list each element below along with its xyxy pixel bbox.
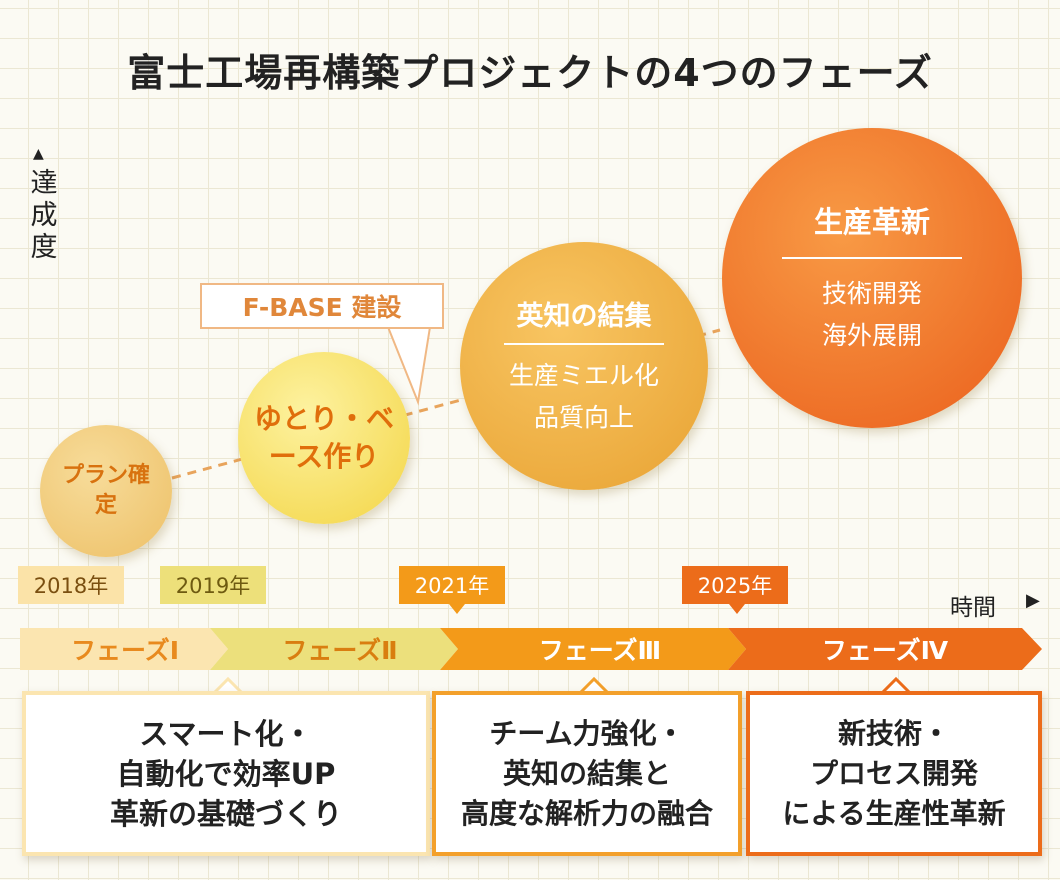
year-tag-2021: 2021年 bbox=[399, 566, 505, 604]
description-line: 革新の基礎づくり bbox=[109, 796, 342, 831]
phase-4-segment bbox=[728, 628, 1042, 670]
milestone-title: 英知の結集 bbox=[516, 300, 652, 332]
milestone-label: プラン確定 bbox=[61, 463, 150, 518]
phase-description-box-1: スマート化・ 自動化で効率UP 革新の基礎づくり bbox=[22, 691, 430, 856]
phase-1-label: フェーズⅠ bbox=[70, 636, 180, 665]
description-line: 英知の結集と bbox=[502, 756, 671, 790]
milestone-production-innovation: 生産革新 技術開発 海外展開 bbox=[722, 128, 1022, 428]
page-title: 富士工場再構築プロジェクトの4つのフェーズ bbox=[127, 51, 933, 95]
milestone-base-building: ゆとり・ベース作り bbox=[238, 352, 410, 524]
y-axis-arrow-icon: ▲ bbox=[33, 146, 44, 162]
phase-2-segment bbox=[210, 628, 458, 670]
phase-1-segment bbox=[20, 628, 228, 670]
phase-2-label: フェーズⅡ bbox=[282, 636, 398, 665]
milestone-plan-confirmed: プラン確定 bbox=[40, 425, 172, 557]
description-line: チーム力強化・ bbox=[489, 716, 685, 750]
milestone-divider bbox=[782, 257, 962, 259]
description-line: による生産性革新 bbox=[782, 796, 1006, 830]
year-tag-pointer bbox=[449, 604, 465, 614]
milestone-item: 品質向上 bbox=[533, 402, 634, 432]
description-line: 高度な解析力の融合 bbox=[460, 796, 713, 830]
phase-3-segment bbox=[440, 628, 746, 670]
phase-description-box-2: チーム力強化・ 英知の結集と 高度な解析力の融合 bbox=[432, 691, 742, 856]
y-axis-label: 達成度 bbox=[30, 168, 58, 263]
milestone-label: ゆとり・ベース作り bbox=[253, 402, 394, 473]
year-tag-2019: 2019年 bbox=[160, 566, 266, 604]
description-line: スマート化・ bbox=[139, 716, 313, 751]
x-axis-label: 時間 bbox=[950, 595, 996, 621]
milestone-knowledge: 英知の結集 生産ミエル化 品質向上 bbox=[460, 242, 708, 490]
milestone-title: 生産革新 bbox=[813, 205, 930, 239]
phase-4-label: フェーズⅣ bbox=[821, 636, 949, 665]
milestone-item: 技術開発 bbox=[821, 279, 922, 308]
year-tag-2025: 2025年 bbox=[682, 566, 788, 604]
description-line: 自動化で効率UP bbox=[116, 756, 336, 791]
year-tag-2018: 2018年 bbox=[18, 566, 124, 604]
f-base-callout: F-BASE 建設 bbox=[200, 283, 444, 329]
milestone-divider bbox=[504, 342, 664, 345]
milestone-item: 海外展開 bbox=[821, 321, 922, 350]
x-axis-arrow-icon: ▶ bbox=[1026, 590, 1040, 611]
milestone-item: 生産ミエル化 bbox=[508, 360, 659, 390]
description-line: プロセス開発 bbox=[809, 756, 978, 790]
phase-description-box-3: 新技術・ プロセス開発 による生産性革新 bbox=[746, 691, 1042, 856]
year-tag-pointer bbox=[729, 604, 745, 614]
phase-3-label: フェーズⅢ bbox=[538, 636, 662, 665]
description-line: 新技術・ bbox=[837, 716, 950, 750]
